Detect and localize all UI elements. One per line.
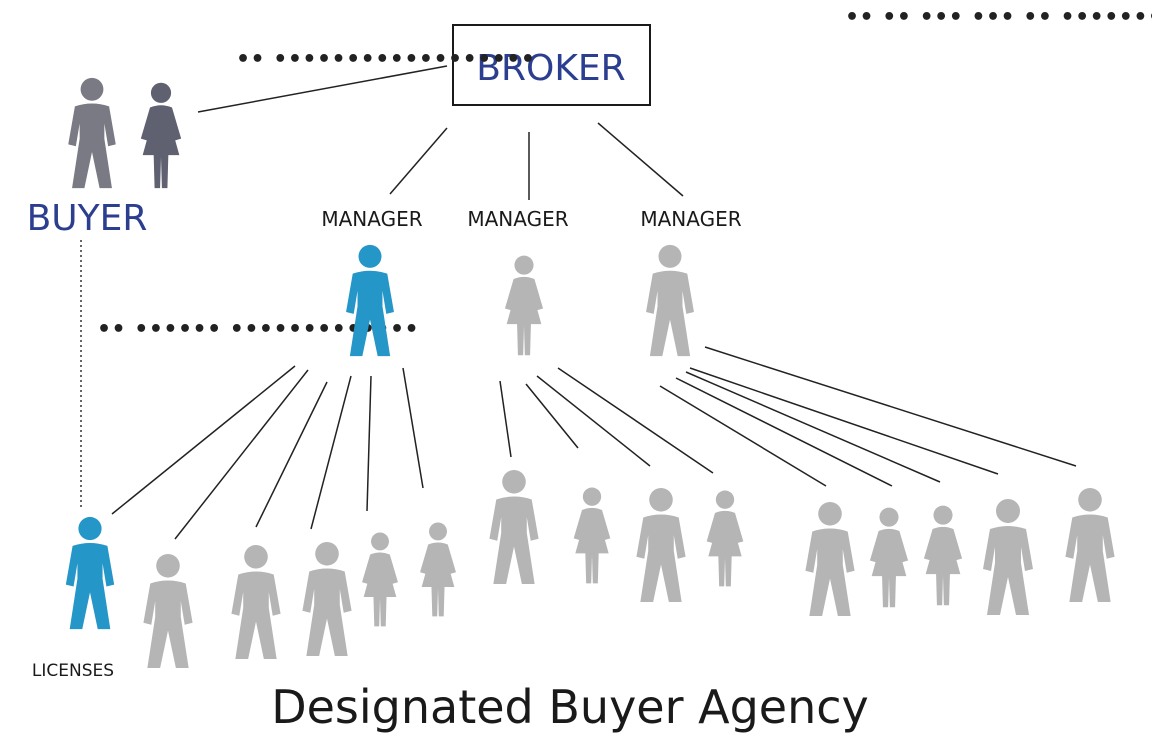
manager-label-3: MANAGER — [640, 207, 741, 231]
agent-female-icon — [420, 522, 456, 617]
line-m1-agent — [310, 375, 352, 530]
agent-female-icon — [362, 532, 398, 627]
manager-3-male-icon — [646, 244, 694, 357]
agent-male-icon — [302, 541, 352, 657]
line-m3-agent — [685, 371, 941, 483]
agent-female-icon — [923, 505, 963, 606]
manager-2-agents — [489, 469, 744, 603]
line-m1-agent — [402, 367, 424, 489]
manager-label-2: MANAGER — [467, 207, 568, 231]
buyer-male-icon — [68, 77, 116, 189]
agent-male-icon — [489, 469, 539, 585]
agent-male-icon — [143, 553, 193, 669]
agent-female-icon — [573, 487, 611, 584]
line-broker-manager-3 — [597, 122, 684, 197]
buyer-female-icon — [140, 82, 182, 189]
line-broker-manager-1 — [389, 127, 448, 195]
line-m2-agent — [499, 380, 512, 458]
agent-male-icon — [983, 499, 1033, 615]
line-m3-agent — [659, 385, 827, 487]
line-m3-agent — [689, 367, 999, 475]
line-m1-agent — [366, 375, 372, 512]
licenses-label: LICENSES — [32, 661, 114, 681]
agent-female-icon — [869, 507, 909, 608]
diagram-caption: Designated Buyer Agency — [271, 680, 869, 734]
agent-female-icon — [706, 490, 744, 587]
redacted-text-top-left: •• •••••••••••••••••• — [236, 47, 535, 72]
connector-lines — [111, 65, 1077, 540]
agent-male-icon — [636, 487, 686, 603]
buyer-label: BUYER — [27, 198, 148, 239]
broker-box — [452, 24, 651, 106]
line-m1-agent — [111, 365, 296, 515]
broker-label: BROKER — [476, 48, 625, 89]
agent-male-icon — [231, 544, 281, 660]
manager-2-female-icon — [504, 255, 544, 356]
line-m3-agent — [704, 346, 1077, 467]
line-broker-buyer — [197, 65, 448, 113]
redacted-text-top-right: •• •• ••• ••• •• ••••••••••••••• — [845, 5, 1152, 30]
manager-label-1: MANAGER — [321, 207, 422, 231]
manager-1-agents — [143, 522, 456, 669]
line-m1-agent — [255, 381, 328, 528]
line-m2-agent — [525, 383, 579, 449]
line-m3-agent — [675, 377, 893, 487]
line-m2-agent — [557, 367, 714, 474]
licensed-agent-male-icon — [65, 516, 115, 630]
line-m2-agent — [536, 375, 651, 467]
agent-male-icon — [1065, 487, 1115, 603]
manager-3-agents — [805, 487, 1115, 617]
line-m1-agent — [174, 369, 309, 540]
agent-male-icon — [805, 501, 855, 617]
